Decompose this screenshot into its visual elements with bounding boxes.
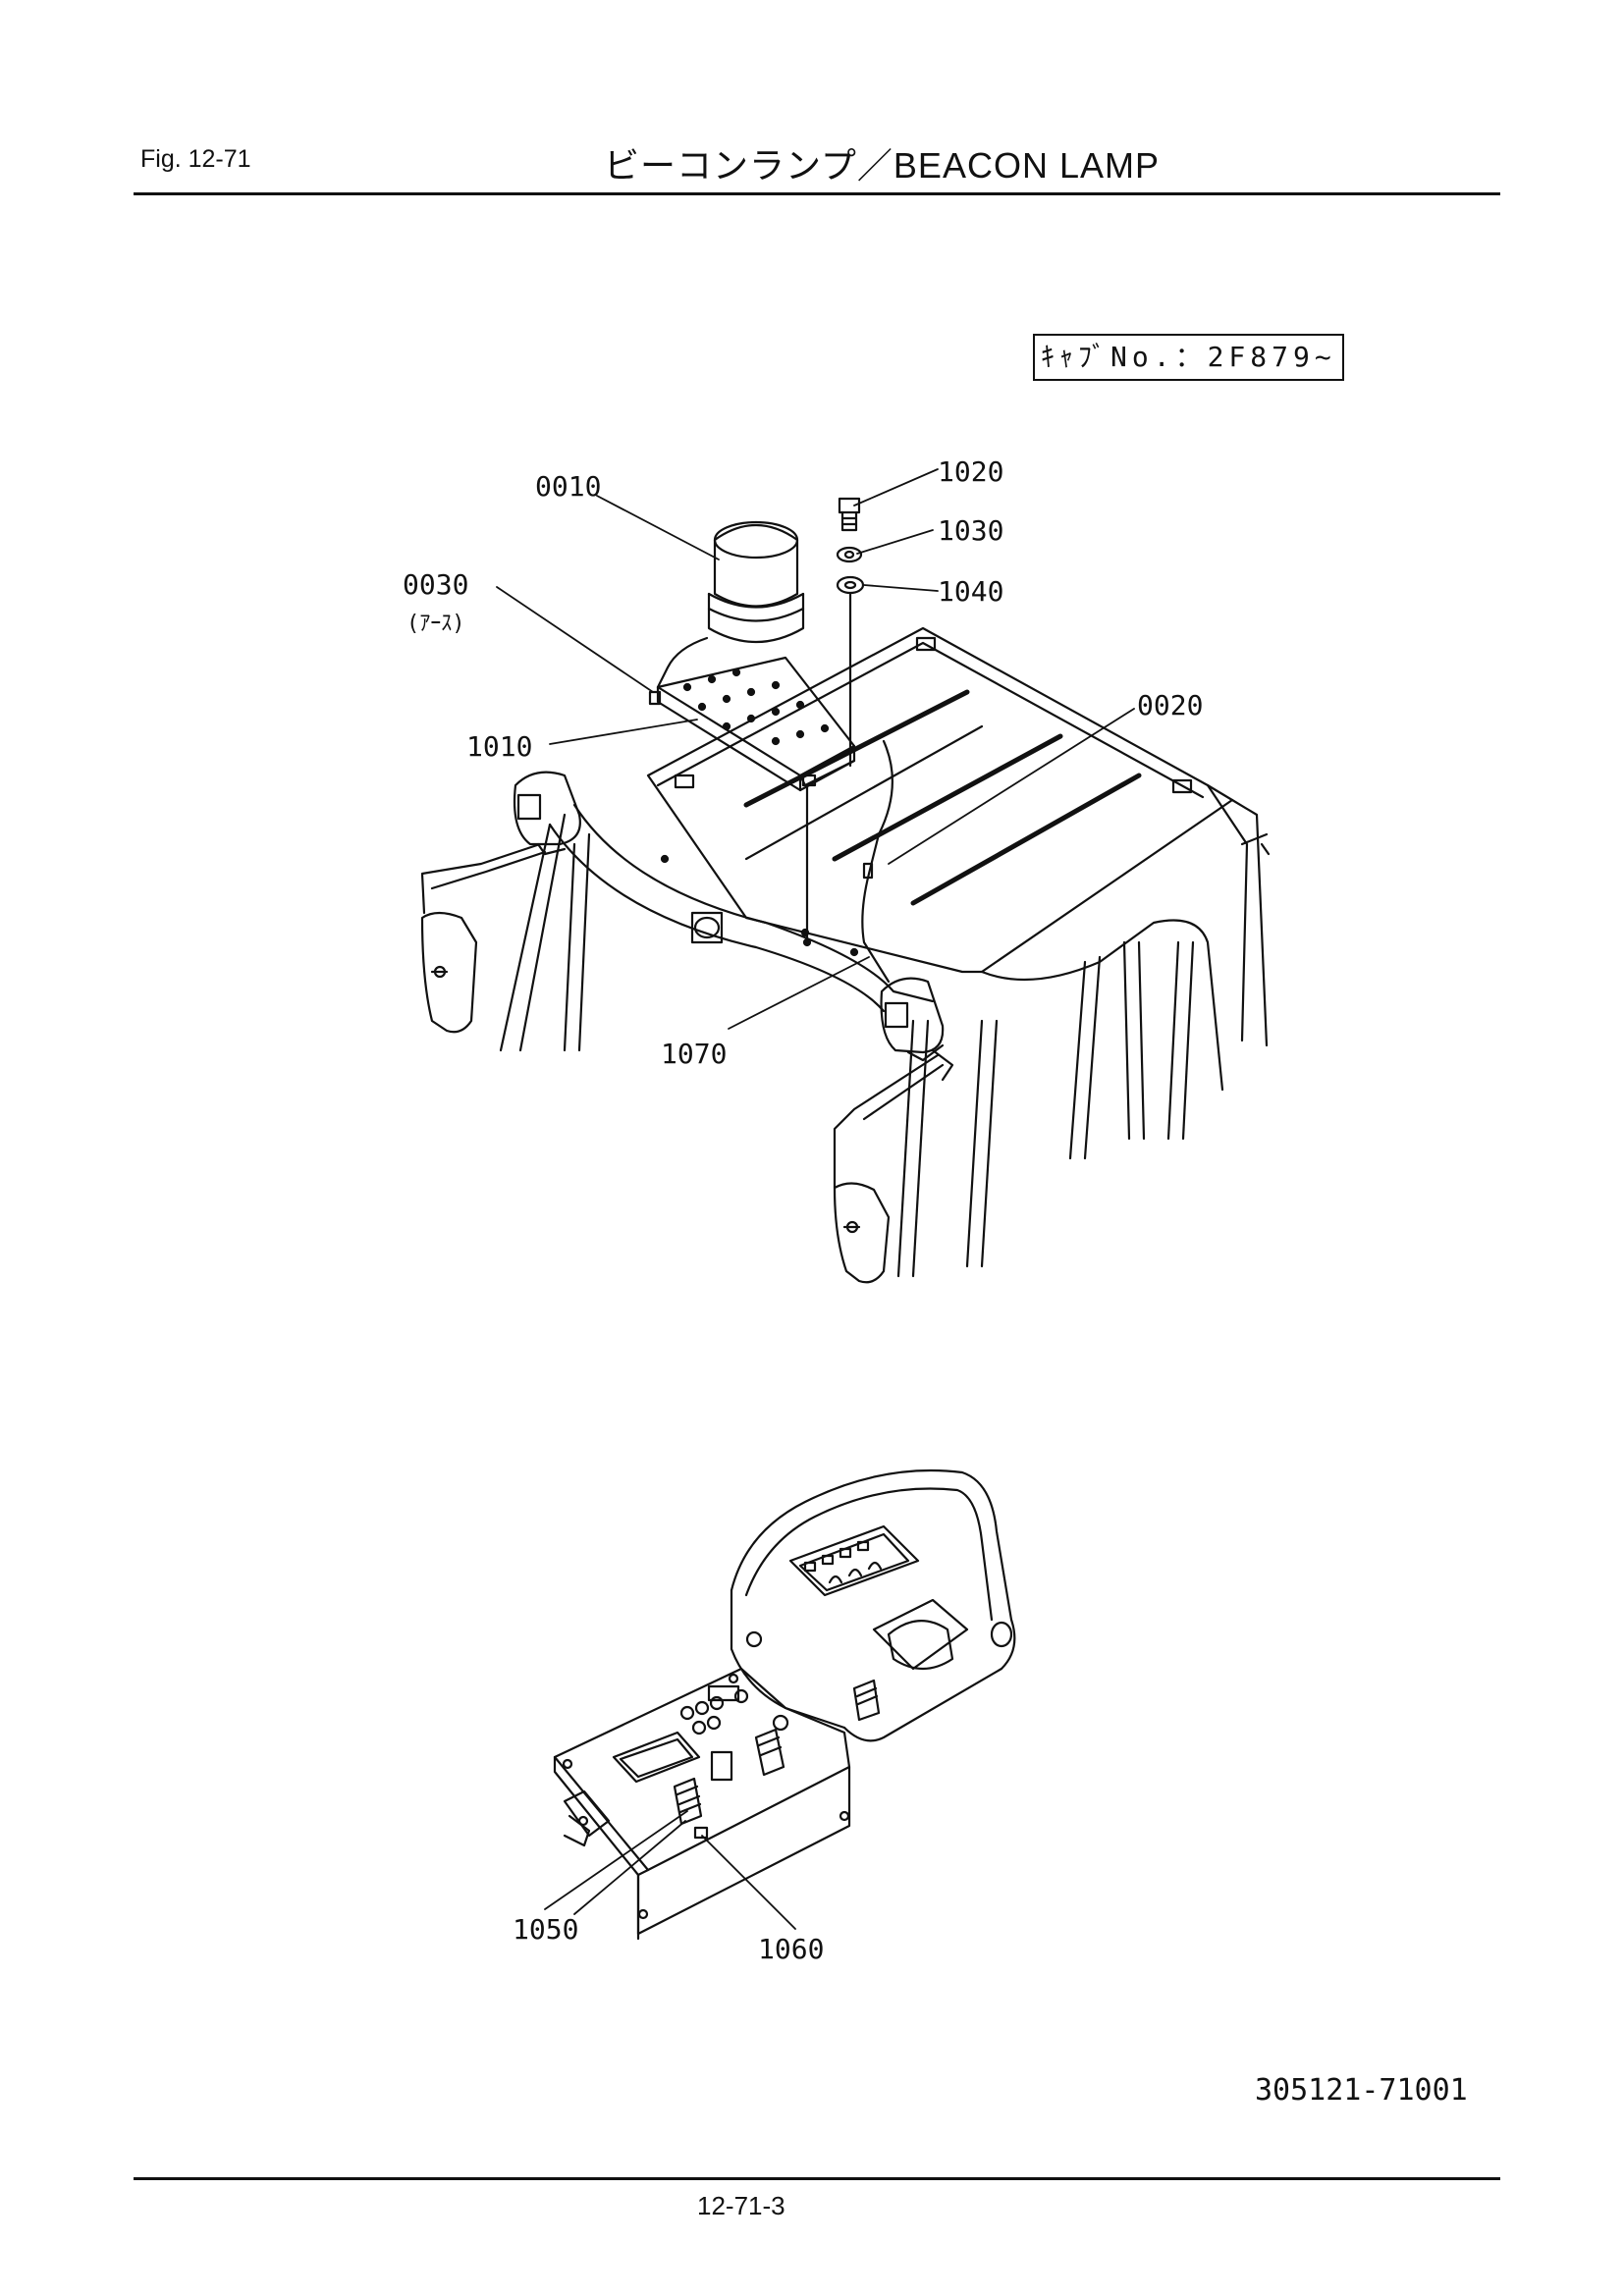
callout-1070: 1070 xyxy=(661,1038,727,1070)
wire-harness xyxy=(802,739,893,984)
callout-1040: 1040 xyxy=(938,575,1003,608)
cab-roof-illustration xyxy=(499,626,1271,1278)
footer-rule xyxy=(134,2177,1500,2180)
work-light-right xyxy=(833,977,954,1284)
work-light-left xyxy=(420,771,581,1034)
page-number: 12-71-3 xyxy=(697,2191,785,2220)
page-title: ビーコンランプ／BEACON LAMP xyxy=(604,145,1160,186)
drawing-number: 305121-71001 xyxy=(1255,2073,1468,2108)
callout-0030: 0030 xyxy=(403,568,468,601)
callout-1020: 1020 xyxy=(938,455,1003,488)
cab-serial-note: ｷｬﾌﾞNo.：2F879~ xyxy=(1033,334,1344,381)
callout-0030-note: (ｱｰｽ) xyxy=(406,612,465,636)
header-rule xyxy=(134,192,1500,195)
control-console-illustration xyxy=(553,1468,1016,1941)
callout-1060: 1060 xyxy=(758,1933,824,1965)
beacon-bracket xyxy=(648,656,856,792)
callout-0020: 0020 xyxy=(1137,689,1203,721)
leader-lines-top xyxy=(496,468,1135,1030)
bolt-and-washers xyxy=(836,497,865,768)
callout-1010: 1010 xyxy=(466,730,532,763)
callout-1030: 1030 xyxy=(938,514,1003,547)
figure-number: Fig. 12-71 xyxy=(140,145,251,173)
callout-1050: 1050 xyxy=(513,1913,578,1946)
callout-0010: 0010 xyxy=(535,470,601,503)
leader-lines-bottom xyxy=(544,1810,796,1930)
beacon-lamp xyxy=(656,520,805,689)
